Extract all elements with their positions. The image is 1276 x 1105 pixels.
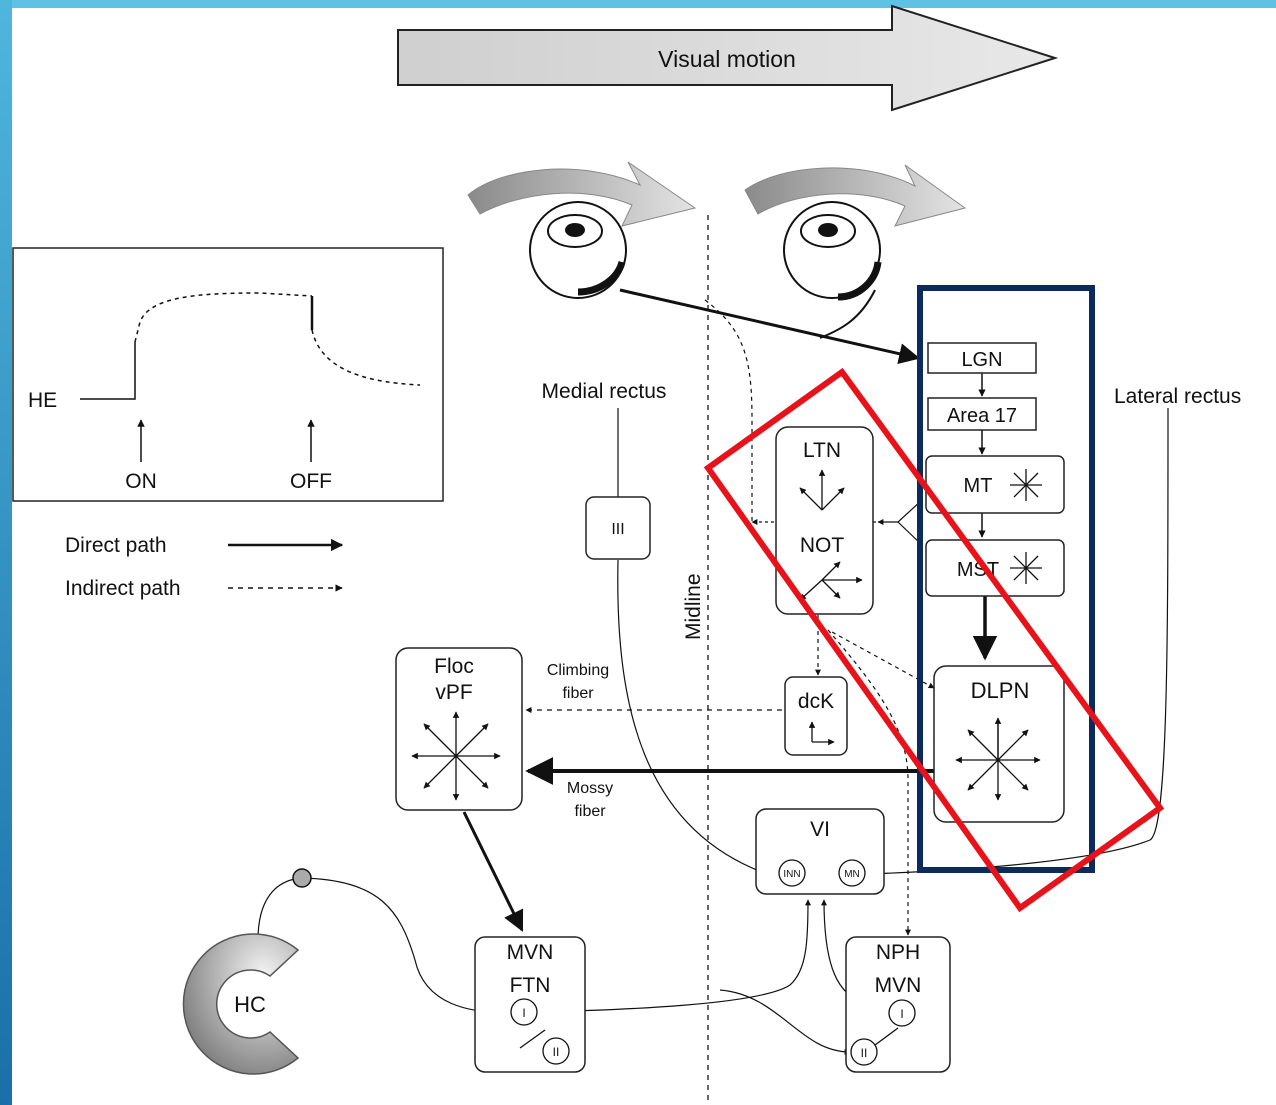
svg-text:FTN: FTN (510, 974, 551, 997)
floc-direction-icon (411, 711, 501, 801)
top-border (0, 0, 1276, 8)
mt-direction-icon (1010, 469, 1042, 501)
svg-text:MVN: MVN (507, 941, 554, 964)
nph-i-label: I (900, 1007, 903, 1021)
node-floc-vpf: Floc vPF (395, 647, 523, 811)
node-ltn-not: LTN NOT (775, 426, 874, 615)
svg-text:LTN: LTN (803, 439, 841, 462)
mvn-i-label: I (522, 1006, 525, 1020)
dlpn-direction-icon (955, 717, 1041, 801)
svg-text:MVN: MVN (875, 974, 922, 997)
visual-motion-label: Visual motion (658, 46, 796, 72)
node-mvn-ftn: MVN FTN I II (474, 936, 586, 1073)
svg-text:Area 17: Area 17 (947, 405, 1017, 427)
svg-text:vPF: vPF (435, 681, 472, 704)
inset-off-label: OFF (290, 470, 332, 493)
mst-direction-icon (1010, 552, 1042, 584)
inset-panel: HE ON OFF (12, 247, 444, 502)
legend-direct-label: Direct path (65, 534, 167, 557)
rotation-arrow-right (744, 164, 967, 227)
dck-direction-icon (808, 721, 835, 746)
inset-on-label: ON (125, 470, 157, 493)
inn-label: INN (783, 869, 800, 880)
mn-circle (838, 859, 866, 887)
node-area17: Area 17 (927, 397, 1037, 431)
mossy-label-1: Mossy (567, 780, 613, 797)
mossy-label-2: fiber (574, 803, 606, 820)
midline-label: Midline (682, 573, 705, 640)
svg-text:DLPN: DLPN (971, 678, 1030, 703)
inn-circle (778, 859, 806, 887)
connections (257, 288, 1169, 1055)
inset-he-label: HE (28, 389, 57, 412)
rotation-arrow-left (467, 161, 697, 227)
svg-text:NOT: NOT (800, 534, 845, 557)
blue-highlight-box (917, 285, 1095, 873)
mn-label: MN (844, 869, 860, 880)
svg-text:VI: VI (810, 818, 830, 841)
svg-text:MT: MT (964, 475, 993, 497)
medial-rectus-label: Medial rectus (542, 380, 667, 403)
left-border (0, 0, 12, 1105)
ltn-direction-icon (799, 469, 845, 511)
lateral-rectus-label: Lateral rectus (1114, 385, 1241, 408)
visual-motion-arrow: Visual motion (397, 4, 1059, 112)
left-eye-icon (529, 201, 627, 299)
node-nph-mvn: NPH MVN I II (845, 936, 951, 1073)
climbing-label-1: Climbing (547, 662, 609, 679)
svg-text:dcK: dcK (798, 690, 834, 713)
hc-semicircular-canal-icon: HC (182, 868, 312, 1075)
node-vi: VI INN MN (755, 808, 885, 895)
legend-indirect-label: Indirect path (65, 577, 181, 600)
node-dlpn: DLPN (933, 665, 1065, 823)
climbing-label-2: fiber (562, 685, 594, 702)
nph-ii-label: II (861, 1046, 868, 1060)
svg-text:Floc: Floc (434, 655, 474, 678)
right-eye-icon (783, 201, 882, 301)
svg-text:III: III (611, 521, 624, 538)
node-mst: MST (925, 539, 1065, 597)
not-direction-icon (799, 561, 863, 601)
hc-label: HC (234, 992, 266, 1017)
svg-text:NPH: NPH (876, 941, 920, 964)
mvn-ii-label: II (553, 1045, 560, 1059)
legend: Direct path Indirect path (65, 534, 344, 600)
node-iii: III (585, 496, 651, 560)
node-mt: MT (925, 455, 1065, 514)
red-highlight-box (703, 367, 1165, 913)
node-dck: dcK (784, 676, 848, 756)
node-lgn: LGN (927, 342, 1037, 374)
svg-text:LGN: LGN (961, 349, 1002, 371)
